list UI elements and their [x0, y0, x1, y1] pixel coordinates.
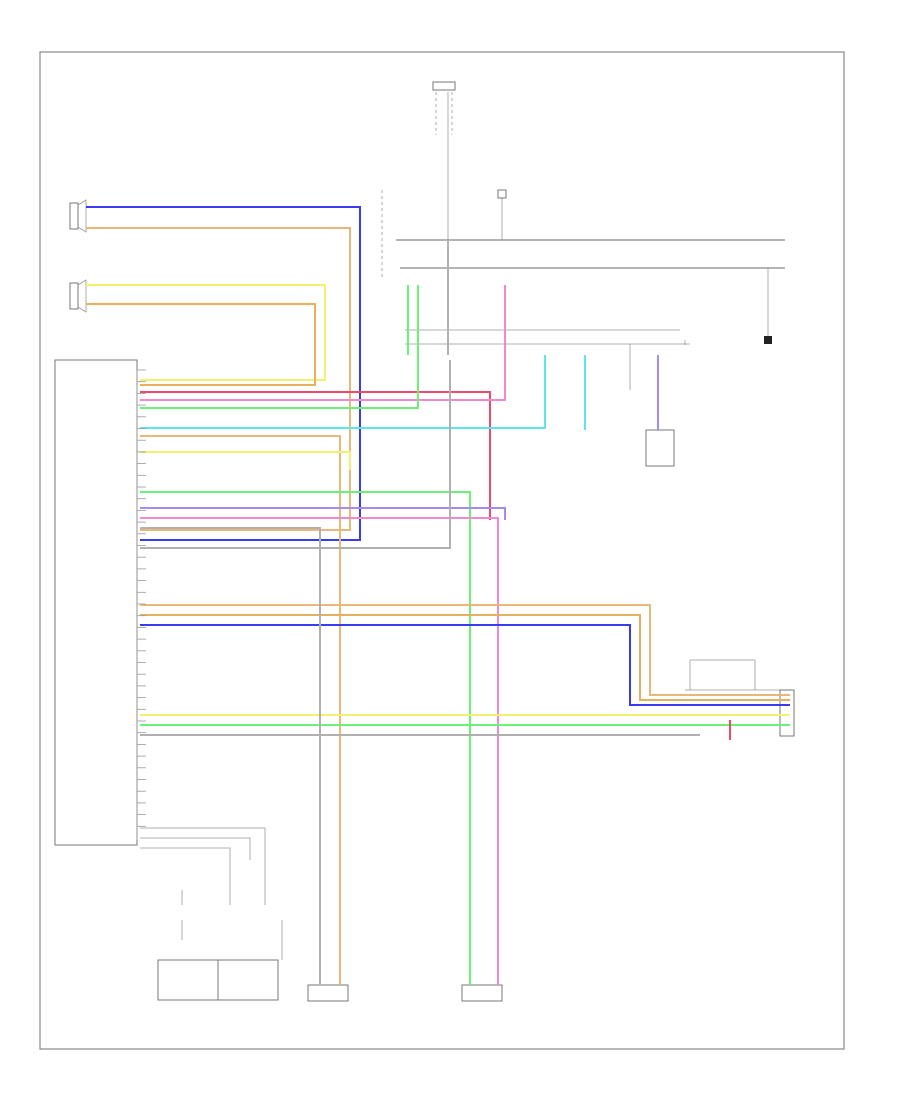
wire-green-lower	[140, 491, 471, 985]
diagram-frame	[39, 51, 845, 1050]
wire-cyan-main	[140, 355, 546, 429]
speaker-harness	[307, 984, 349, 1002]
left-speaker	[69, 279, 87, 313]
right-speaker	[69, 199, 87, 233]
fuse-block-top	[432, 81, 507, 240]
wire-red-main	[140, 391, 491, 520]
wire-yellow-mid	[140, 451, 351, 470]
module-box-purple	[645, 429, 675, 467]
wire-blue-antenna	[140, 624, 790, 706]
wire-green-main	[140, 285, 419, 409]
wire-orange-left-speaker	[86, 303, 316, 386]
wire-tan-antenna	[140, 604, 790, 696]
wire-orange-antenna	[140, 614, 790, 701]
wire-purple-main	[140, 507, 506, 520]
wire-tan-mid	[140, 435, 341, 985]
ground-symbol-right	[764, 268, 772, 344]
wire-blue-right-speaker	[86, 206, 361, 541]
wire-yellow-left-speaker	[86, 284, 326, 381]
wire-pink-main	[140, 285, 506, 401]
wire-group	[86, 206, 790, 985]
switch-assembly	[140, 827, 283, 1001]
connector-block-right	[405, 329, 690, 390]
rear-connector	[461, 984, 503, 1002]
wire-pink-lower	[140, 517, 499, 985]
main-unit	[54, 359, 138, 846]
wire-gray-lower	[140, 527, 321, 985]
wire-tan-right-speaker	[86, 227, 351, 531]
wire-gray-lower-2	[140, 360, 451, 549]
